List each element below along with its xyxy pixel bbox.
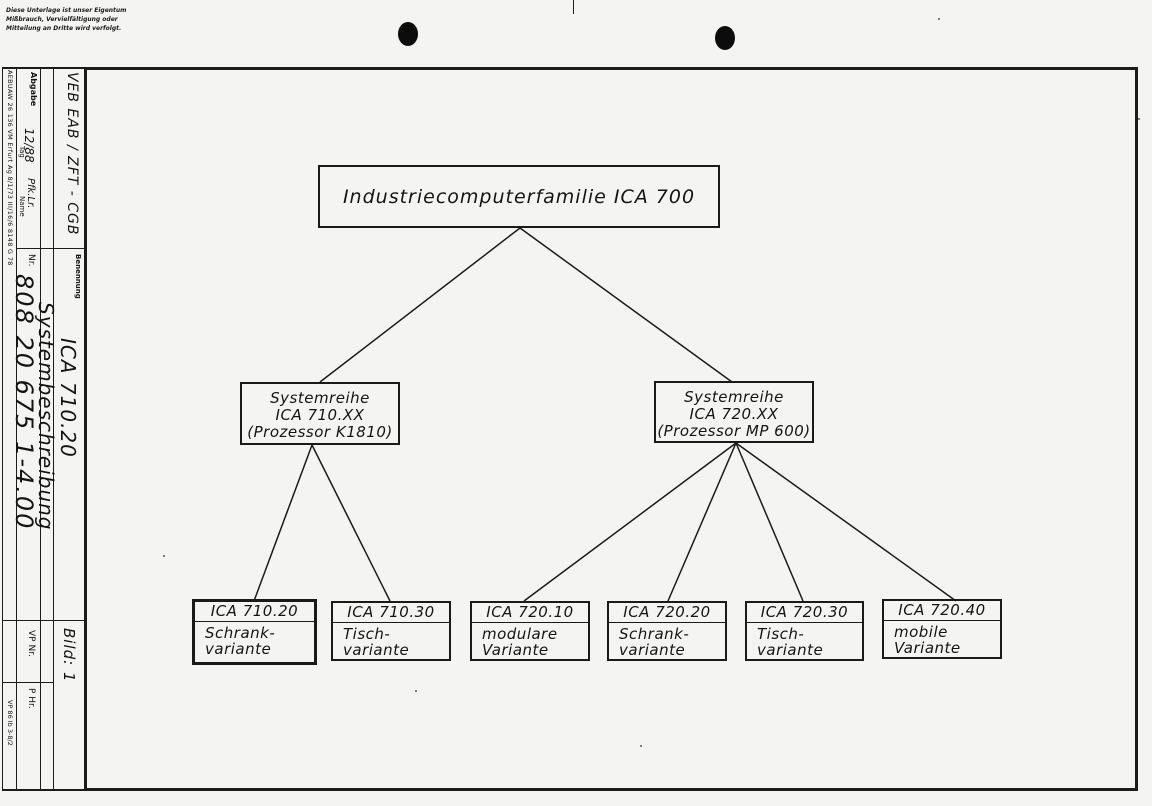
variant-2-line-2: variante — [343, 641, 410, 659]
notice-line-1: Diese Unterlage ist unser Eigentum — [6, 7, 127, 14]
binding-mark — [573, 0, 574, 14]
variant-3-line-1: modulare — [482, 625, 558, 643]
variant-1-code: ICA 710.20 — [195, 602, 314, 622]
root-node: Industriecomputerfamilie ICA 700 — [318, 165, 720, 228]
edge-series-2-variant-6 — [735, 442, 957, 602]
drawing-frame — [84, 67, 1138, 791]
variant-5-line-2: variante — [757, 641, 824, 659]
edge-series-1-variant-1 — [253, 444, 313, 602]
series-1-line-1: Systemreihe — [270, 389, 370, 407]
series-1-line-3: (Prozessor K1810) — [247, 423, 393, 441]
punch-hole-right — [715, 26, 735, 50]
punch-hole-left — [398, 22, 418, 46]
series-node-ica-720: Systemreihe ICA 720.XX (Prozessor MP 600… — [654, 381, 814, 443]
variant-node-ica-720-30: ICA 720.30 Tisch- variante — [745, 601, 864, 661]
title-block-rule-1 — [16, 248, 84, 249]
copyright-notice: Diese Unterlage ist unser Eigentum Mißbr… — [6, 6, 126, 33]
scan-speck — [415, 690, 417, 692]
edge-series-2-variant-3 — [523, 442, 737, 602]
notice-line-2: Mißbrauch, Vervielfältigung oder — [6, 16, 118, 23]
scan-speck — [163, 555, 165, 557]
variant-2-code: ICA 710.30 — [333, 603, 449, 623]
edge-series-2-variant-4 — [667, 442, 737, 602]
title-block-divider-2 — [40, 67, 41, 791]
series-2-line-2: ICA 720.XX — [689, 405, 779, 423]
edge-root-series-1 — [319, 227, 521, 383]
notice-line-3: Mitteilung an Dritte wird verfolgt. — [6, 25, 122, 32]
variant-node-ica-720-40: ICA 720.40 mobile Variante — [882, 599, 1002, 659]
variant-node-ica-710-30: ICA 710.30 Tisch- variante — [331, 601, 451, 661]
variant-5-line-1: Tisch- — [757, 625, 805, 643]
title-block-divider-1 — [16, 67, 17, 791]
variant-2-line-1: Tisch- — [343, 625, 391, 643]
variant-1-line-1: Schrank- — [205, 624, 276, 642]
variant-1-line-2: variante — [205, 640, 272, 658]
series-node-icA-710: Systemreihe ICA 710.XX (Prozessor K1810) — [240, 382, 400, 445]
variant-node-ica-720-10: ICA 720.10 modulare Variante — [470, 601, 590, 661]
variant-3-code: ICA 720.10 — [472, 603, 588, 623]
root-node-label: Industriecomputerfamilie ICA 700 — [342, 185, 696, 208]
series-2-line-1: Systemreihe — [684, 388, 784, 406]
variant-3-line-2: Variante — [482, 641, 549, 659]
scan-speck — [1138, 118, 1140, 120]
title-block-divider-3 — [53, 67, 54, 791]
edge-root-series-2 — [519, 227, 733, 383]
variant-6-code: ICA 720.40 — [884, 601, 1000, 621]
title-block — [2, 67, 84, 791]
scan-speck — [640, 745, 642, 747]
scan-speck — [938, 18, 940, 20]
variant-4-line-1: Schrank- — [619, 625, 690, 643]
title-block-rule-3 — [2, 682, 53, 683]
edge-series-2-variant-5 — [735, 442, 804, 602]
series-2-line-3: (Prozessor MP 600) — [657, 422, 811, 440]
variant-6-line-2: Variante — [894, 639, 961, 657]
variant-node-ica-710-20: ICA 710.20 Schrank- variante — [192, 599, 317, 665]
variant-6-line-1: mobile — [894, 623, 948, 641]
series-1-line-2: ICA 710.XX — [275, 406, 365, 424]
edge-series-1-variant-2 — [311, 444, 391, 602]
title-block-rule-2 — [2, 620, 84, 621]
variant-4-code: ICA 720.20 — [609, 603, 725, 623]
variant-5-code: ICA 720.30 — [747, 603, 862, 623]
variant-node-ica-720-20: ICA 720.20 Schrank- variante — [607, 601, 727, 661]
variant-4-line-2: variante — [619, 641, 686, 659]
